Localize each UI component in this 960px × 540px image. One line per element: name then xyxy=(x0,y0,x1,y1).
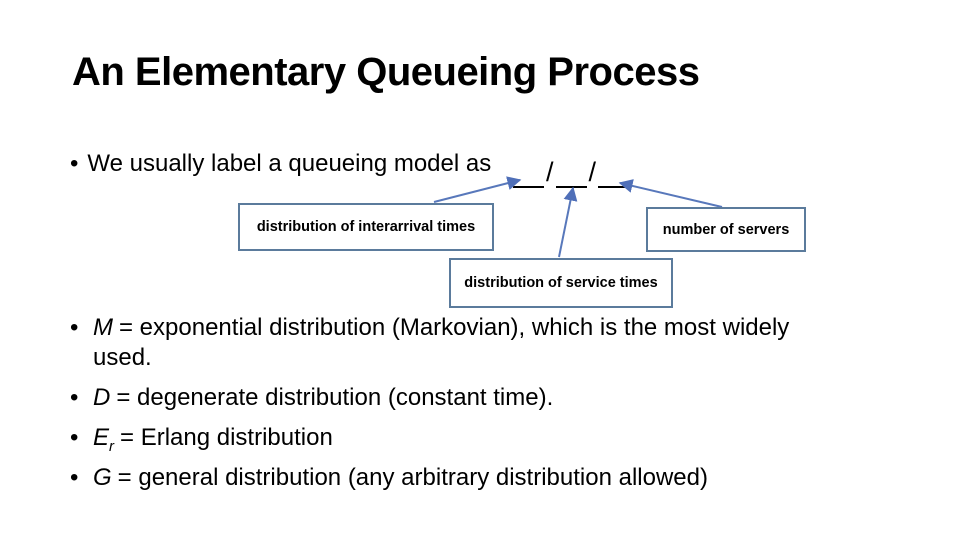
term-E: E xyxy=(93,424,110,451)
definition-item-G: • G= general distribution (any arbitrary … xyxy=(70,463,882,493)
intro-text: We usually label a queueing model as xyxy=(87,150,492,177)
queueing-notation-blanks: // xyxy=(513,156,630,188)
definition-M-line2: used. xyxy=(93,344,152,371)
slash-separator-2: / xyxy=(588,157,597,187)
definition-item-D: • D= degenerate distribution (constant ti… xyxy=(70,383,882,413)
definition-G-text: = general distribution (any arbitrary di… xyxy=(117,464,708,491)
label-box-interarrival-times: distribution of interarrival times xyxy=(238,203,494,251)
label-service-text: distribution of service times xyxy=(464,275,658,291)
label-box-number-of-servers: number of servers xyxy=(646,207,806,252)
definition-item-M: • M= exponential distribution (Markovian)… xyxy=(70,313,882,373)
definition-Er-text: = Erlang distribution xyxy=(120,424,333,451)
arrow-servers-icon xyxy=(618,179,723,208)
bullet-glyph: • xyxy=(70,464,79,491)
term-G: G xyxy=(93,464,112,491)
term-D: D xyxy=(93,384,111,411)
bullet-glyph: • xyxy=(70,314,79,341)
definition-M-line1: = exponential distribution (Markovian), … xyxy=(119,314,790,341)
blank-service-slot xyxy=(555,156,587,188)
label-servers-text: number of servers xyxy=(662,221,790,238)
bullet-glyph: • xyxy=(70,150,79,177)
term-E-subscript: r xyxy=(109,437,115,455)
bullet-glyph: • xyxy=(70,384,79,411)
blank-servers-slot xyxy=(598,156,630,188)
arrow-service-icon xyxy=(558,186,578,258)
intro-bullet-line: • We usually label a queueing model as xyxy=(70,149,491,179)
definition-list: • M= exponential distribution (Markovian)… xyxy=(70,313,882,503)
label-box-service-times: distribution of service times xyxy=(449,258,673,308)
blank-interarrival-slot xyxy=(513,156,544,188)
bullet-glyph: • xyxy=(70,424,79,451)
definition-D-text: = degenerate distribution (constant time… xyxy=(116,384,554,411)
definition-item-Er: • Er = Erlang distribution xyxy=(70,423,882,455)
arrow-interarrival-icon xyxy=(433,176,522,203)
label-interarrival-text: distribution of interarrival times xyxy=(256,219,476,235)
term-M: M xyxy=(93,314,113,341)
slash-separator-1: / xyxy=(546,157,554,187)
slide-title: An Elementary Queueing Process xyxy=(72,50,700,94)
